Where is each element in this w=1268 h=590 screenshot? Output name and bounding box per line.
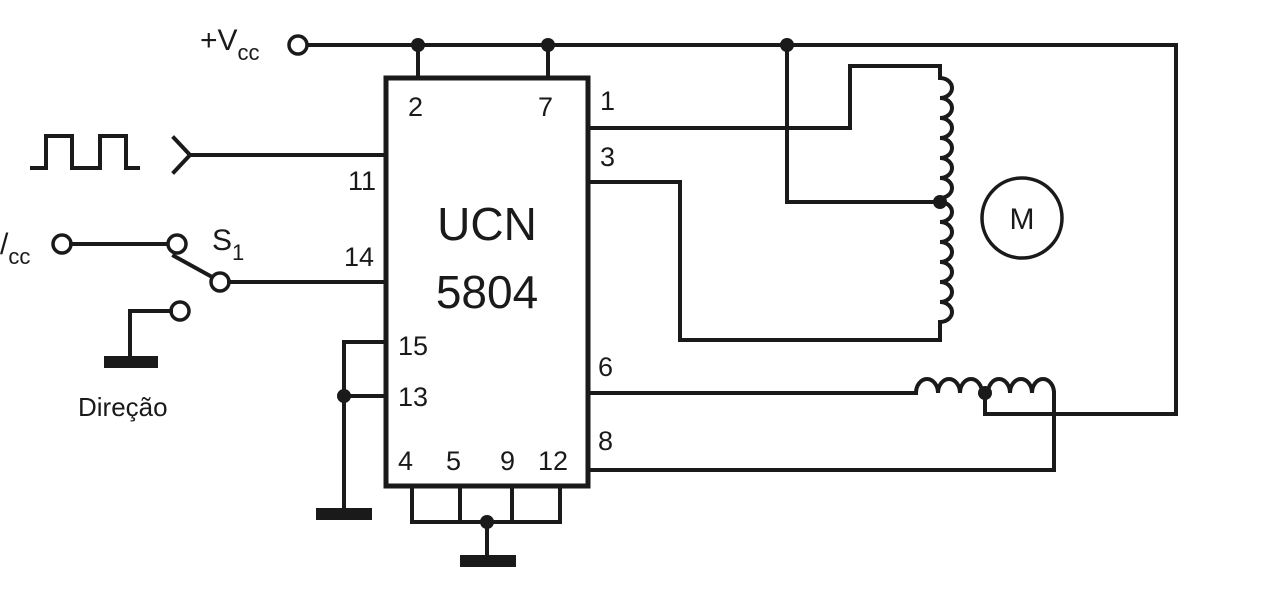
pin-9-label: 9 [500, 446, 515, 476]
pin-12-label: 12 [538, 446, 568, 476]
switch-contact-gnd [169, 300, 191, 322]
vcc-terminal-left [51, 233, 73, 255]
coil-b-center-tap [978, 386, 992, 400]
junction-pin13 [337, 389, 351, 403]
direction-switch [51, 233, 388, 368]
vcc-label-left: /cc [0, 228, 30, 269]
motor-winding-b [586, 377, 1056, 472]
vcc-terminal-top [287, 34, 309, 56]
rail-junction-pin7 [541, 38, 555, 52]
pin-5-label: 5 [446, 446, 461, 476]
rail-junction-coil-tap [780, 38, 794, 52]
vcc-label-top: +Vcc [200, 24, 260, 65]
ground-icon-left [316, 508, 372, 520]
pin-2-label: 2 [408, 92, 423, 122]
switch-lever [171, 253, 217, 281]
ic-name-line1: UCN [437, 198, 537, 250]
pin-6-label: 6 [598, 352, 613, 382]
ic-name-line2: 5804 [436, 266, 538, 318]
motor-icon [980, 176, 1064, 260]
vcc-rail [287, 34, 1178, 416]
ground-icon-switch [104, 356, 158, 368]
pin-8-label: 8 [598, 426, 613, 456]
motor-winding-a [586, 64, 954, 342]
coil-a-center-tap [933, 195, 947, 209]
ground-icon-bottom [460, 555, 516, 567]
junction-bottom-ground [480, 515, 494, 529]
input-arrow-icon [171, 135, 193, 175]
switch-contact-vcc [166, 233, 188, 255]
step-pulse-input [30, 134, 388, 175]
pin15-pin13-ground [316, 340, 388, 520]
pin-13-label: 13 [398, 382, 428, 412]
pin-14-label: 14 [344, 242, 374, 272]
pin-3-label: 3 [600, 142, 615, 172]
pin-4-label: 4 [398, 446, 413, 476]
switch-common [209, 271, 231, 293]
ic-ucn5804-body [383, 75, 591, 489]
pin-1-label: 1 [600, 86, 615, 116]
square-wave-icon [30, 134, 140, 170]
pin-11-label: 11 [348, 166, 376, 196]
direction-caption: Direção [78, 392, 168, 422]
rail-junction-pin2 [411, 38, 425, 52]
motor-label: M [1010, 203, 1035, 236]
pin-15-label: 15 [398, 331, 428, 361]
bottom-pins-ground [410, 484, 562, 567]
pin-7-label: 7 [538, 92, 553, 122]
switch-s1-label: S1 [212, 224, 244, 265]
